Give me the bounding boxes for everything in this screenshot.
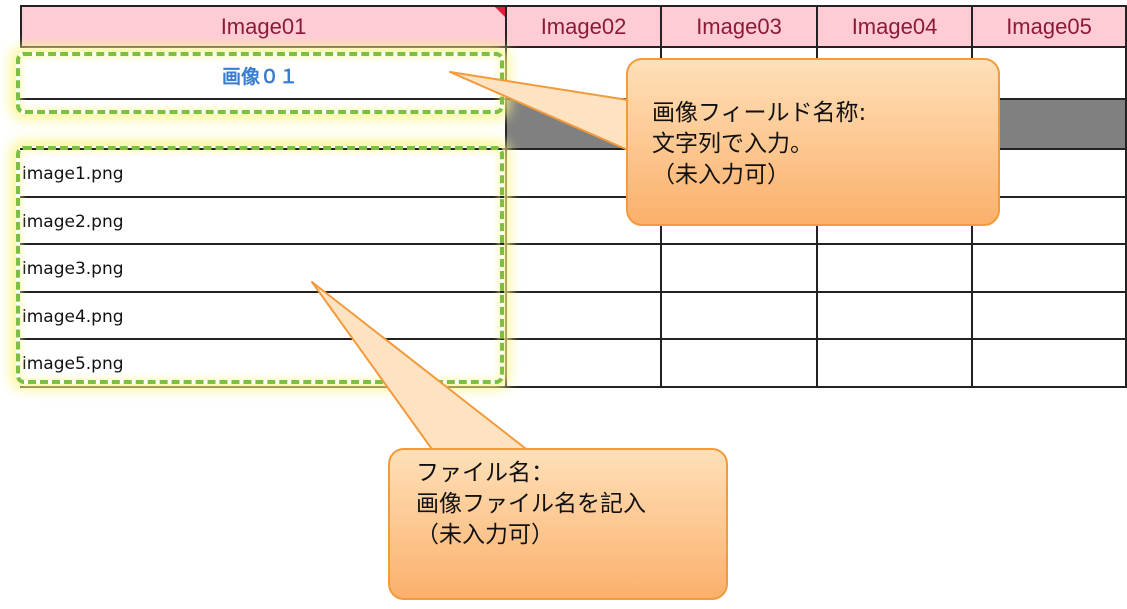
file-name-1: image1.png bbox=[22, 164, 124, 184]
column-header-image01[interactable]: Image01 bbox=[20, 5, 507, 48]
column-header-image03[interactable]: Image03 bbox=[662, 5, 818, 48]
cell-file-row5-image05[interactable] bbox=[973, 340, 1127, 388]
cell-file-row4-image01[interactable] bbox=[20, 293, 507, 340]
bottom-callout-pointer bbox=[311, 281, 531, 453]
column-header-label: Image01 bbox=[220, 13, 307, 39]
spreadsheet: Image01 Image02 Image03 Image04 Image05 … bbox=[20, 5, 1127, 388]
cell-file-row3-image04[interactable] bbox=[818, 245, 973, 293]
cell-file-row4-image05[interactable] bbox=[973, 293, 1127, 340]
column-header-image05[interactable]: Image05 bbox=[973, 5, 1127, 48]
file-list-highlight bbox=[16, 146, 504, 384]
cell-file-row4-image03[interactable] bbox=[662, 293, 818, 340]
cell-file-row5-image02[interactable] bbox=[507, 340, 662, 388]
column-header-label: Image02 bbox=[540, 13, 627, 39]
column-header-image02[interactable]: Image02 bbox=[507, 5, 662, 48]
callout-line: ファイル名： bbox=[416, 460, 554, 486]
comment-indicator bbox=[495, 7, 505, 17]
callout-line: （未入力可） bbox=[652, 162, 790, 188]
top-callout-pointer bbox=[449, 71, 629, 151]
callout-line: 文字列で入力。 bbox=[652, 131, 813, 157]
callout-line: 画像フィールド名称: bbox=[652, 100, 867, 126]
column-header-image04[interactable]: Image04 bbox=[818, 5, 973, 48]
callout-line: 画像ファイル名を記入 bbox=[416, 491, 646, 517]
column-header-label: Image04 bbox=[851, 13, 938, 39]
callout-line: （未入力可） bbox=[416, 522, 554, 548]
file-name-2: image2.png bbox=[22, 212, 124, 232]
cell-file-row2-image01[interactable] bbox=[20, 198, 507, 245]
cell-file-row3-image03[interactable] bbox=[662, 245, 818, 293]
cell-file-row4-image02[interactable] bbox=[507, 293, 662, 340]
cell-file-row5-image04[interactable] bbox=[818, 340, 973, 388]
field-name-value: 画像０１ bbox=[221, 67, 298, 88]
cell-file-row3-image02[interactable] bbox=[507, 245, 662, 293]
cell-field-name-image01[interactable] bbox=[20, 48, 507, 100]
column-header-label: Image05 bbox=[1006, 13, 1092, 39]
cell-file-row3-image05[interactable] bbox=[973, 245, 1127, 293]
file-name-4: image4.png bbox=[22, 307, 124, 327]
file-name-callout: ファイル名： 画像ファイル名を記入 （未入力可） bbox=[388, 448, 728, 600]
cell-file-row3-image01[interactable] bbox=[20, 245, 507, 293]
cell-file-row5-image03[interactable] bbox=[662, 340, 818, 388]
column-header-label: Image03 bbox=[696, 13, 782, 39]
cell-file-row4-image04[interactable] bbox=[818, 293, 973, 340]
file-name-5: image5.png bbox=[22, 354, 124, 374]
field-name-callout: 画像フィールド名称: 文字列で入力。 （未入力可） bbox=[626, 58, 1000, 226]
cell-file-row1-image01[interactable] bbox=[20, 150, 507, 198]
file-name-3: image3.png bbox=[22, 259, 124, 279]
